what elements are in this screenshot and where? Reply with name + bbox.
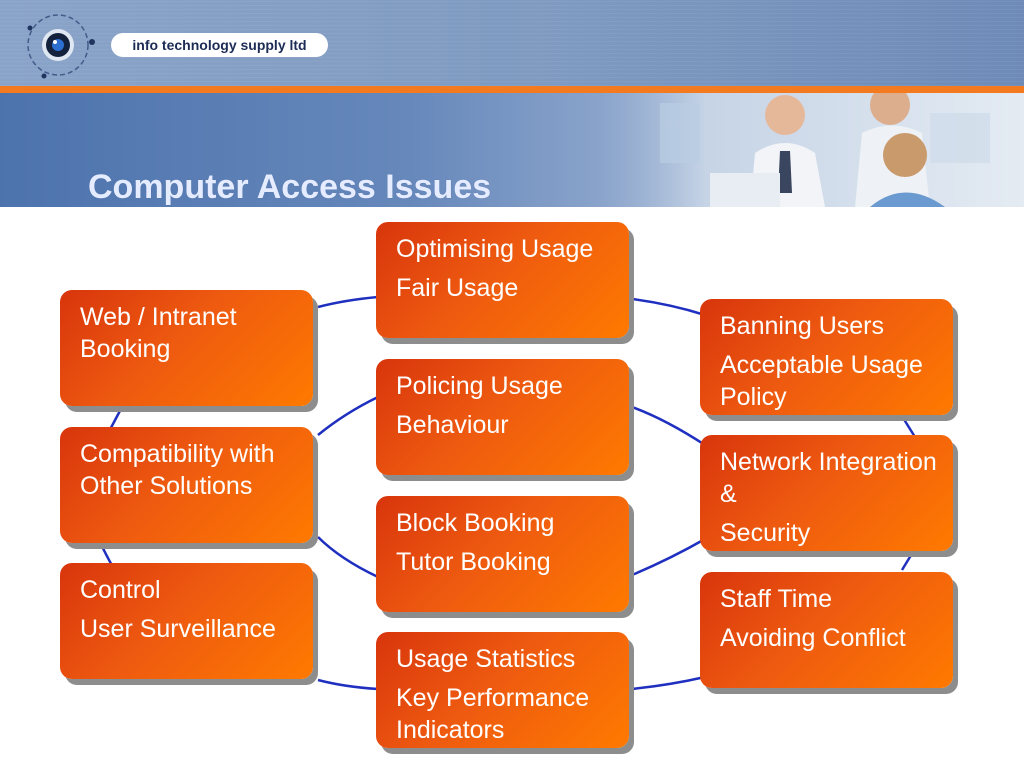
issue-box-right: Network Integration & Security [700, 435, 953, 551]
issue-text: Policing Usage [396, 372, 563, 400]
issue-text: Acceptable Usage Policy [720, 350, 923, 411]
issue-text: Fair Usage [396, 273, 519, 302]
issue-text: Tutor Booking [396, 547, 551, 576]
connector-line [898, 412, 917, 438]
connector-line [631, 297, 706, 317]
brand-name: info technology supply ltd [111, 33, 328, 57]
issue-text: Staff Time [720, 585, 833, 613]
page-title: Computer Access Issues [88, 168, 492, 206]
issue-text: Optimising Usage [396, 235, 594, 263]
issue-text: Block Booking [396, 509, 555, 537]
issue-text: Compatibility with Other Solutions [80, 440, 275, 500]
issue-text: Behaviour [396, 410, 509, 439]
connector-line [317, 678, 379, 691]
connector-line [317, 395, 379, 436]
connector-line [631, 675, 706, 691]
connector-line [317, 295, 379, 309]
issue-text: User Surveillance [80, 614, 276, 643]
issue-text: Control [80, 576, 161, 604]
issue-text: Avoiding Conflict [720, 623, 906, 652]
connector-line [631, 537, 706, 577]
issue-text: Web / Intranet Booking [80, 303, 237, 363]
issue-text: Key Performance Indicators [396, 683, 590, 744]
header-banner: info technology supply ltd Computer Acce… [0, 0, 1024, 207]
connector-line [317, 536, 379, 579]
issue-box-left: Compatibility with Other Solutions [60, 427, 313, 543]
issue-text: Usage Statistics [396, 645, 576, 673]
office-photo [600, 93, 1024, 207]
connector-line [631, 405, 706, 447]
orange-stripe [0, 86, 1024, 93]
top-band [0, 0, 1024, 86]
issue-box-left: Web / Intranet Booking [60, 290, 313, 406]
issue-text: Security [720, 518, 811, 547]
eye-orbit-icon [27, 14, 95, 79]
issue-text: Banning Users [720, 312, 884, 340]
issue-text: Network Integration & [720, 448, 937, 508]
